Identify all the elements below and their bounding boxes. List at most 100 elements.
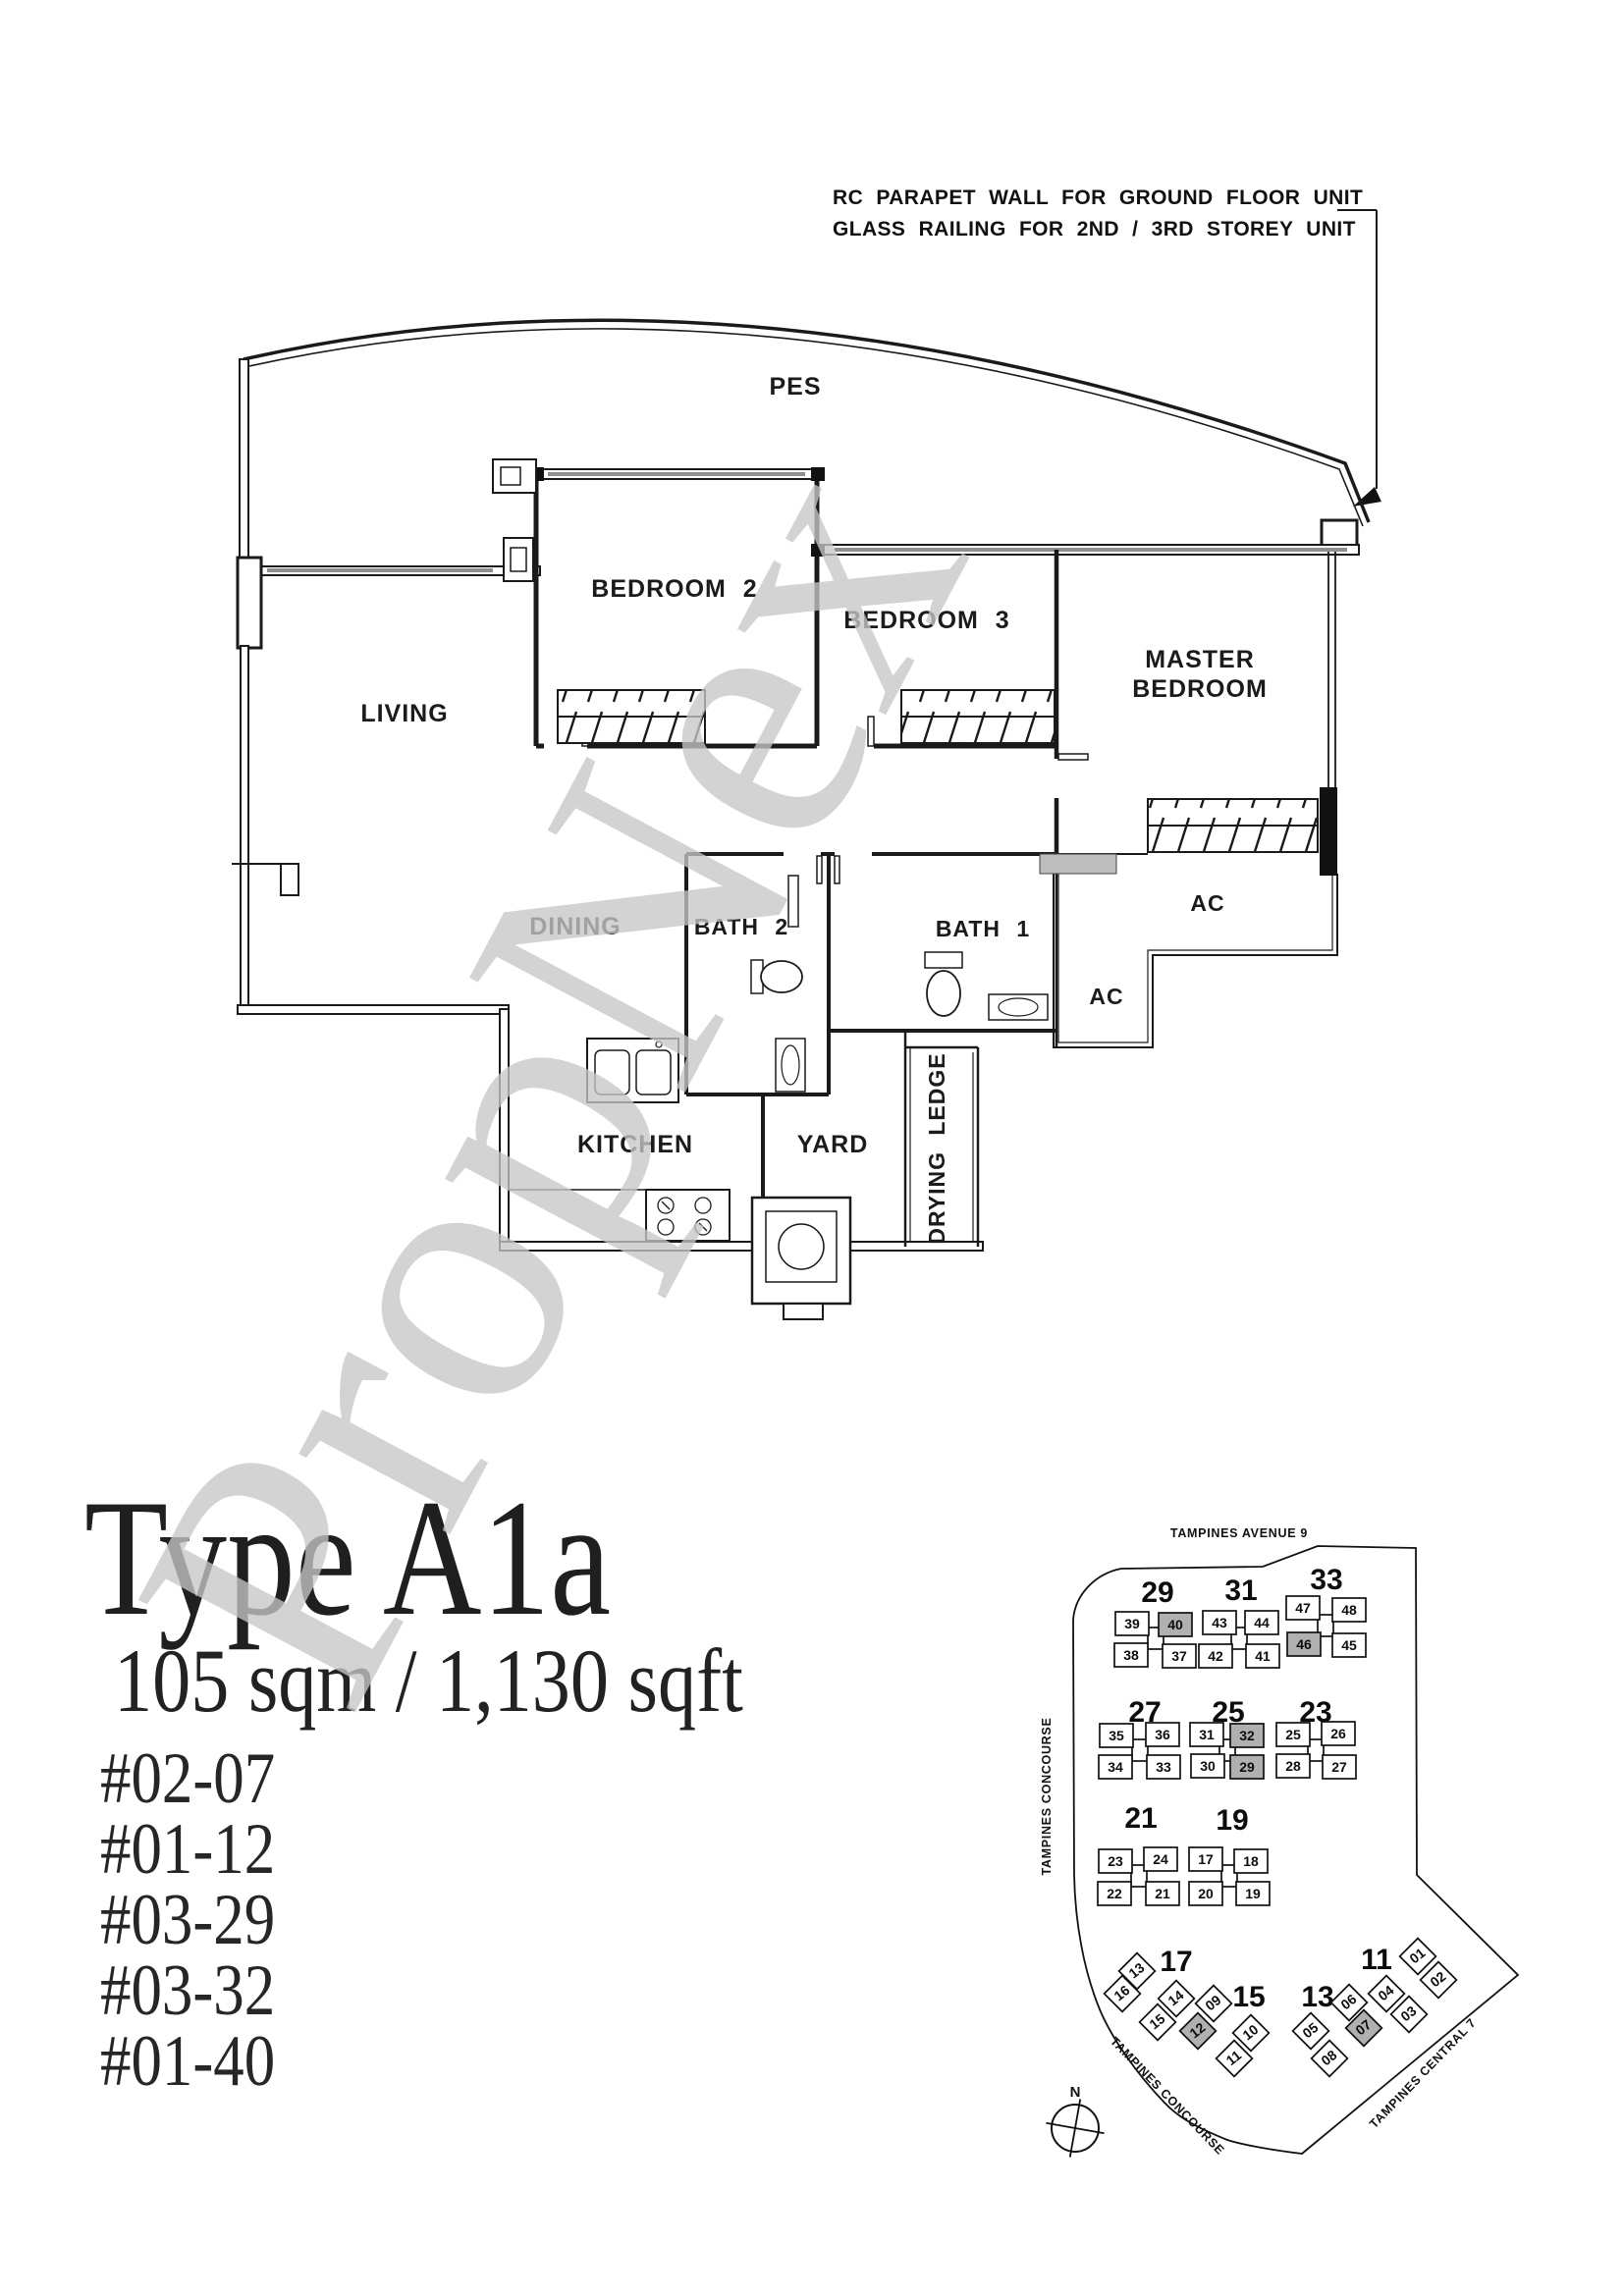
site-unit-30: 30 (1190, 1753, 1225, 1779)
svg-text:44: 44 (1254, 1615, 1270, 1630)
site-unit-34: 34 (1098, 1754, 1133, 1780)
svg-text:47: 47 (1295, 1600, 1311, 1616)
shower-screen (787, 875, 799, 928)
site-unit-35: 35 (1099, 1723, 1134, 1748)
unit-number: #03-29 (100, 1880, 276, 1960)
site-unit-40: 40 (1158, 1612, 1193, 1637)
site-unit-31: 31 (1189, 1722, 1224, 1747)
svg-text:23: 23 (1108, 1853, 1123, 1869)
label-kitchen: KITCHEN (577, 1131, 693, 1158)
site-unit-42: 42 (1198, 1643, 1233, 1669)
site-unit-07: 07 (1344, 2008, 1383, 2048)
parapet-note: RC PARAPET WALL FOR GROUND FLOOR UNIT GL… (833, 187, 1381, 507)
label-bedroom2: BEDROOM 2 (591, 575, 757, 603)
svg-text:32: 32 (1239, 1728, 1255, 1743)
site-unit-44: 44 (1244, 1610, 1279, 1635)
site-unit-26: 26 (1321, 1721, 1356, 1746)
label-master-2: BEDROOM (1132, 675, 1268, 703)
site-unit-36: 36 (1145, 1722, 1180, 1747)
unit-area: 105 sqm / 1,130 sqft (114, 1630, 743, 1731)
svg-text:42: 42 (1208, 1648, 1223, 1664)
site-unit-37: 37 (1162, 1643, 1197, 1669)
toilet-icon (760, 960, 803, 993)
site-unit-24: 24 (1143, 1846, 1178, 1872)
site-block-17: 17 13 16 14 15 (1103, 1946, 1196, 2042)
site-block-31-label: 31 (1224, 1575, 1257, 1607)
svg-text:30: 30 (1200, 1758, 1216, 1774)
site-unit-45: 45 (1331, 1632, 1367, 1658)
svg-text:40: 40 (1167, 1617, 1183, 1632)
site-unit-06: 06 (1329, 1983, 1369, 2022)
bath1-door (834, 855, 840, 884)
svg-text:28: 28 (1285, 1758, 1301, 1774)
site-unit-29: 29 (1229, 1754, 1265, 1780)
site-unit-27: 27 (1322, 1754, 1357, 1780)
floorplan-walls (232, 458, 1360, 1252)
site-unit-38: 38 (1113, 1642, 1149, 1668)
label-master-1: MASTER (1145, 646, 1255, 673)
label-bath1: BATH 1 (936, 916, 1030, 941)
unit-type-title: Type A1a (84, 1466, 612, 1650)
street-tampines-central-7: TAMPINES CENTRAL 7 (1367, 2016, 1479, 2131)
svg-text:33: 33 (1156, 1759, 1171, 1775)
site-unit-05: 05 (1291, 2011, 1330, 2051)
label-ac-upper: AC (1190, 890, 1224, 916)
site-unit-21: 21 (1145, 1881, 1180, 1906)
site-unit-39: 39 (1114, 1611, 1150, 1636)
site-unit-03: 03 (1389, 1995, 1429, 2034)
site-unit-10: 10 (1231, 2013, 1271, 2053)
site-block-33-label: 33 (1310, 1564, 1342, 1596)
svg-text:25: 25 (1285, 1727, 1301, 1742)
site-block-15-label: 15 (1232, 1981, 1265, 2013)
entrance-door (280, 863, 299, 896)
site-unit-18: 18 (1233, 1848, 1269, 1874)
site-block-11-label: 11 (1361, 1944, 1392, 1976)
svg-text:31: 31 (1199, 1727, 1215, 1742)
unit-number: #01-12 (100, 1809, 276, 1890)
site-block-31: 31 43 44 42 41 (1198, 1575, 1280, 1669)
site-block-11: 11 01 02 04 03 (1361, 1937, 1458, 2034)
svg-text:43: 43 (1212, 1615, 1227, 1630)
site-unit-41: 41 (1245, 1643, 1280, 1669)
svg-text:48: 48 (1341, 1602, 1357, 1618)
svg-text:19: 19 (1245, 1886, 1261, 1901)
site-unit-28: 28 (1275, 1753, 1311, 1779)
unit-number-list: #02-07 #01-12 #03-29 #03-32 #01-40 (100, 1738, 276, 2098)
label-dining: DINING (529, 913, 622, 940)
label-living: LIVING (360, 700, 448, 727)
site-boundary (1072, 1545, 1520, 2155)
site-unit-23: 23 (1098, 1848, 1133, 1874)
label-bedroom3: BEDROOM 3 (843, 607, 1009, 634)
site-block-19-label: 19 (1216, 1804, 1248, 1837)
label-bath2: BATH 2 (694, 914, 788, 939)
site-block-27: 27 35 36 34 33 (1098, 1696, 1181, 1780)
svg-text:17: 17 (1198, 1851, 1214, 1867)
site-unit-13: 13 (1117, 1951, 1157, 1991)
note-line1: RC PARAPET WALL FOR GROUND FLOOR UNIT (833, 187, 1363, 209)
north-compass-icon: N (1046, 2084, 1105, 2158)
svg-text:34: 34 (1108, 1759, 1123, 1775)
site-unit-33: 33 (1146, 1754, 1181, 1780)
svg-text:22: 22 (1107, 1886, 1122, 1901)
svg-text:35: 35 (1109, 1728, 1124, 1743)
wardrobes (557, 689, 1319, 853)
svg-text:18: 18 (1243, 1853, 1259, 1869)
svg-text:27: 27 (1331, 1759, 1347, 1775)
label-pes: PES (769, 373, 821, 400)
bath2-door (816, 855, 823, 884)
svg-text:36: 36 (1155, 1727, 1170, 1742)
unit-number: #02-07 (100, 1738, 276, 1819)
floorplan-drawing: RC PARAPET WALL FOR GROUND FLOOR UNIT GL… (232, 187, 1381, 1320)
site-block-29: 29 39 40 38 37 (1113, 1576, 1197, 1669)
site-block-19: 19 17 18 20 19 (1188, 1804, 1271, 1906)
site-block-13: 13 06 05 07 08 (1291, 1981, 1383, 2078)
site-block-29-label: 29 (1141, 1576, 1173, 1609)
site-unit-46: 46 (1286, 1631, 1322, 1657)
svg-text:39: 39 (1124, 1616, 1140, 1631)
site-block-13-label: 13 (1301, 1981, 1333, 2013)
site-unit-17: 17 (1188, 1846, 1223, 1872)
toilet-icon (926, 970, 961, 1017)
site-unit-32: 32 (1229, 1723, 1265, 1748)
svg-text:29: 29 (1239, 1759, 1255, 1775)
